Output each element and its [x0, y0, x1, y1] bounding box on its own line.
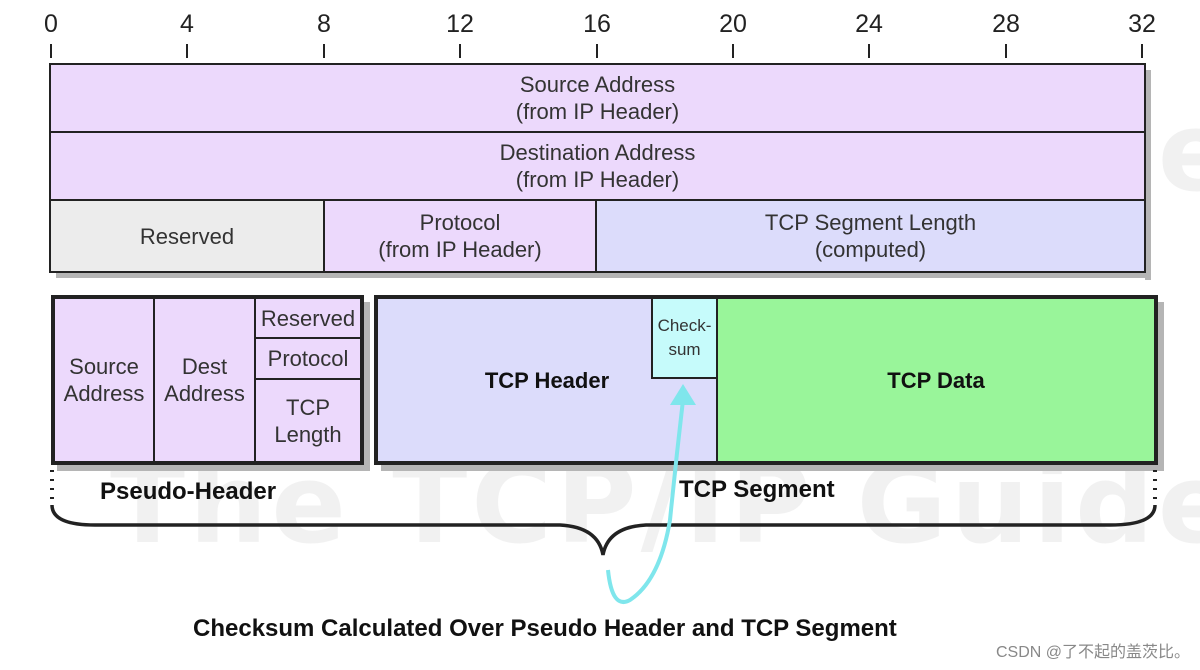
table-shadow-right [1145, 70, 1151, 280]
pseudo-source-cell: Source Address [55, 299, 155, 461]
tcp-data-cell: TCP Data [718, 299, 1154, 461]
ruler-tickmark [596, 44, 598, 58]
reserved-label: Reserved [139, 223, 235, 249]
pseudo-box-shadow-bottom [57, 465, 370, 471]
pseudo-protocol-cell: Protocol [256, 339, 360, 380]
ruler-tick: 32 [1128, 10, 1156, 38]
ruler-tick: 28 [992, 10, 1020, 38]
destination-address-note: (from IP Header) [515, 167, 680, 192]
source-address-label: Source Address [519, 72, 676, 97]
tcp-header-label: TCP Header [484, 367, 610, 393]
ruler-tick: 24 [855, 10, 883, 38]
protocol-field: Protocol (from IP Header) [323, 199, 597, 273]
checksum-line1: Check- [657, 316, 712, 335]
ruler-tick: 0 [44, 10, 58, 38]
tcp-segment-caption: TCP Segment [679, 476, 835, 503]
tcp-header-cell: TCP Header [378, 299, 718, 461]
tcp-segment-length-label: TCP Segment Length [764, 210, 977, 235]
pseudo-source-line2: Address [63, 381, 145, 406]
protocol-label: Protocol [419, 210, 501, 235]
ruler-tick: 12 [446, 10, 474, 38]
segment-box-shadow-right [1158, 302, 1164, 470]
pseudo-protocol-label: Protocol [267, 346, 349, 371]
pseudo-reserved-label: Reserved [260, 305, 356, 331]
tcp-segment-length-field: TCP Segment Length (computed) [595, 199, 1146, 273]
ruler-tickmark [868, 44, 870, 58]
pseudo-source-line1: Source [69, 354, 139, 379]
ruler-tickmark [732, 44, 734, 58]
tcp-segment-length-note: (computed) [814, 237, 927, 262]
destination-address-label: Destination Address [499, 140, 696, 165]
protocol-note: (from IP Header) [378, 237, 542, 262]
pseudo-dest-cell: Dest Address [155, 299, 256, 461]
checksum-arrow-head [670, 384, 696, 405]
source-address-note: (from IP Header) [515, 99, 680, 124]
segment-box-shadow-bottom [381, 465, 1164, 471]
checksum-line2: sum [668, 340, 701, 359]
source-credit: CSDN @了不起的盖茨比。 [995, 644, 1190, 661]
pseudo-reserved-cell: Reserved [256, 299, 360, 339]
reserved-field: Reserved [49, 199, 325, 273]
pseudo-tcp-length-line1: TCP [286, 394, 330, 420]
checksum-caption: Checksum Calculated Over Pseudo Header a… [193, 615, 897, 642]
checksum-cell: Check- sum [651, 299, 718, 379]
ruler-tick: 16 [583, 10, 611, 38]
pseudo-header-frame [51, 295, 364, 465]
pseudo-dest-line1: Dest [181, 354, 228, 379]
ruler-tickmark [323, 44, 325, 58]
ruler-tick: 8 [317, 10, 331, 38]
ruler-tickmark [50, 44, 52, 58]
ruler-tickmark [186, 44, 188, 58]
ruler-tickmark [1005, 44, 1007, 58]
table-shadow-bottom [56, 272, 1151, 278]
ruler-tickmark [459, 44, 461, 58]
ruler-tick: 20 [719, 10, 747, 38]
pseudo-header-caption: Pseudo-Header [100, 478, 277, 505]
ruler-tick: 4 [180, 10, 194, 38]
curly-brace [50, 504, 1157, 556]
pseudo-box-shadow-right [364, 302, 370, 470]
tcp-data-label: TCP Data [887, 367, 985, 393]
pseudo-tcp-length-cell: TCP Length [256, 380, 360, 461]
pseudo-dest-line2: Address [164, 381, 245, 406]
ruler-tickmark [1141, 44, 1143, 58]
pseudo-tcp-length-line2: Length [274, 421, 342, 447]
checksum-arrow-path [606, 399, 685, 604]
